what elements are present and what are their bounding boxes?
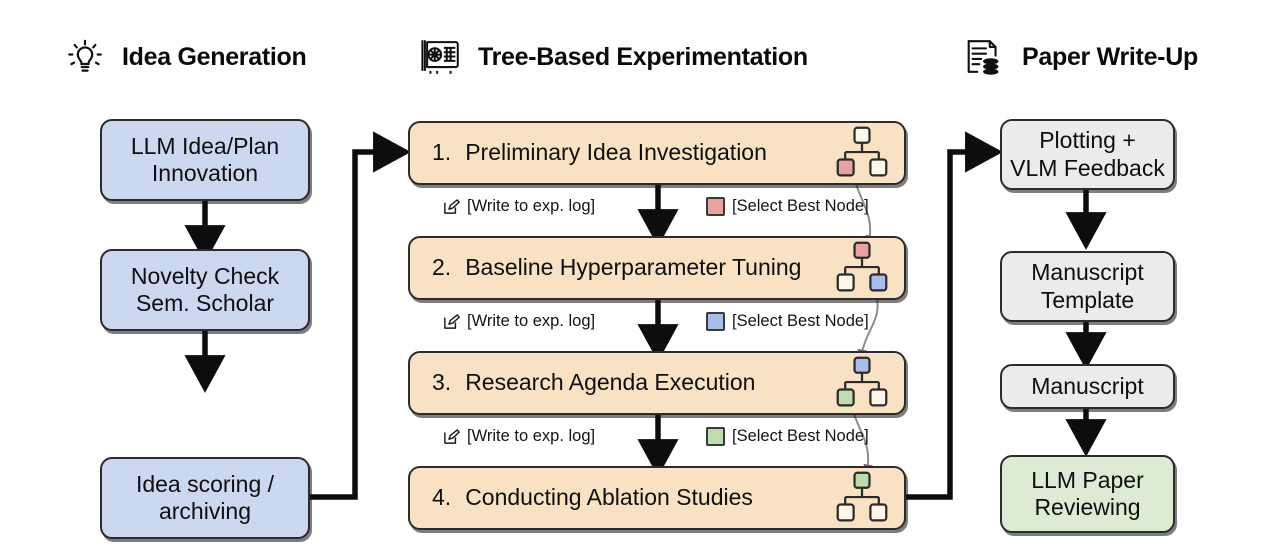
box-label: Manuscript <box>1031 372 1144 399</box>
tree-node-left <box>836 503 855 522</box>
tree-node-right <box>869 273 888 292</box>
stage-label: Research Agenda Execution <box>465 369 756 396</box>
node-color-swatch <box>706 427 725 446</box>
box-label: Manuscript Template <box>1031 259 1144 313</box>
caption-text: [Select Best Node] <box>732 197 869 215</box>
caption-text: [Select Best Node] <box>732 312 869 330</box>
tree-node-root <box>853 356 871 374</box>
pencil-edit-icon <box>444 314 460 329</box>
box-label: LLM Idea/Plan Innovation <box>130 132 280 186</box>
tree-node-root <box>853 241 871 259</box>
stage-number: 4. <box>432 484 452 511</box>
column-title: Idea Generation <box>122 42 307 71</box>
column-header-paper-write-up: Paper Write-Up <box>962 34 1198 80</box>
stage-label: Baseline Hyperparameter Tuning <box>465 254 802 281</box>
box-label: Novelty Check Sem. Scholar <box>130 262 280 316</box>
tree-node-left <box>836 273 855 292</box>
box-llm-idea-plan-innovation[interactable]: LLM Idea/Plan Innovation <box>100 119 310 201</box>
stage-number: 2. <box>432 254 452 281</box>
stage-box-baseline-hyperparameter-tuning[interactable]: 2. Baseline Hyperparameter Tuning <box>408 236 906 300</box>
tree-icon-stage-2 <box>836 241 888 292</box>
stage-number: 1. <box>432 139 452 166</box>
stage-box-conducting-ablation-studies[interactable]: 4. Conducting Ablation Studies <box>408 466 906 530</box>
tree-node-left <box>836 158 855 177</box>
pencil-edit-icon <box>444 429 460 444</box>
tree-node-left <box>836 388 855 407</box>
box-manuscript-template[interactable]: Manuscript Template <box>1000 251 1175 322</box>
column-header-tree-based-experimentation: Tree-Based Experimentation <box>418 34 808 80</box>
box-manuscript[interactable]: Manuscript <box>1000 364 1175 409</box>
lightbulb-icon <box>68 39 102 72</box>
arrow-stage4-to-plotting <box>906 131 1003 500</box>
caption-text: [Select Best Node] <box>732 427 869 445</box>
tree-icon-stage-4 <box>836 471 888 522</box>
stage-label: Preliminary Idea Investigation <box>465 139 767 166</box>
box-label: LLM Paper Reviewing <box>1031 466 1144 520</box>
tree-node-root <box>853 471 871 489</box>
tree-icon-stage-3 <box>836 356 888 407</box>
stage-label: Conducting Ablation Studies <box>465 484 753 511</box>
node-color-swatch <box>706 197 725 216</box>
stage-box-research-agenda-execution[interactable]: 3. Research Agenda Execution <box>408 351 906 415</box>
tree-icon-stage-1 <box>836 126 888 177</box>
box-label: Plotting + VLM Feedback <box>1010 127 1165 181</box>
box-idea-scoring-archiving[interactable]: Idea scoring / archiving <box>100 457 310 539</box>
caption-write-log-2: [Write to exp. log] <box>443 312 595 331</box>
stage-number: 3. <box>432 369 452 396</box>
pencil-edit-icon <box>444 199 460 214</box>
caption-select-node-3: [Select Best Node] <box>706 427 869 446</box>
tree-node-right <box>869 158 888 177</box>
box-llm-paper-reviewing[interactable]: LLM Paper Reviewing <box>1000 455 1175 533</box>
box-novelty-check-sem-scholar[interactable]: Novelty Check Sem. Scholar <box>100 249 310 331</box>
caption-text: [Write to exp. log] <box>467 197 596 215</box>
caption-text: [Write to exp. log] <box>467 427 596 445</box>
node-color-swatch <box>706 312 725 331</box>
caption-write-log-1: [Write to exp. log] <box>443 197 595 216</box>
tree-node-right <box>869 503 888 522</box>
column-title: Tree-Based Experimentation <box>478 42 808 71</box>
caption-select-node-2: [Select Best Node] <box>706 312 869 331</box>
gpu-card-icon <box>421 40 459 74</box>
stage-box-preliminary-idea-investigation[interactable]: 1. Preliminary Idea Investigation <box>408 121 906 185</box>
tree-node-root <box>853 126 871 144</box>
caption-write-log-3: [Write to exp. log] <box>443 427 595 446</box>
box-label: Idea scoring / archiving <box>135 470 275 524</box>
column-header-idea-generation: Idea Generation <box>62 34 307 80</box>
document-database-icon <box>967 40 999 75</box>
caption-select-node-1: [Select Best Node] <box>706 197 869 216</box>
tree-node-right <box>869 388 888 407</box>
box-plotting-vlm-feedback[interactable]: Plotting + VLM Feedback <box>1000 119 1175 190</box>
caption-text: [Write to exp. log] <box>467 312 596 330</box>
arrow-ideascoring-to-stage1 <box>310 131 411 500</box>
column-title: Paper Write-Up <box>1022 42 1198 71</box>
